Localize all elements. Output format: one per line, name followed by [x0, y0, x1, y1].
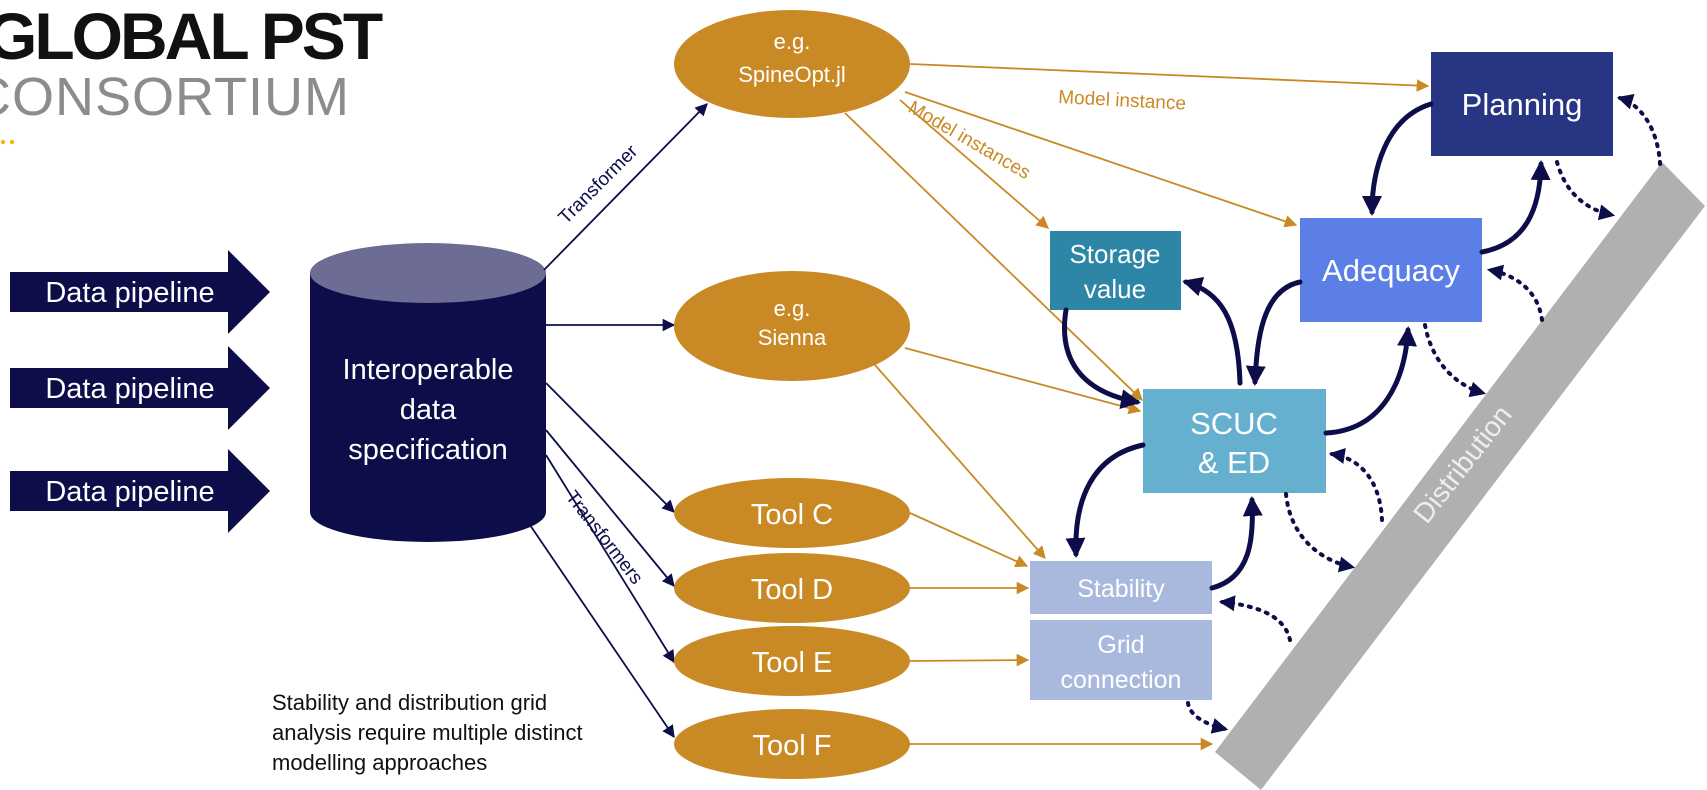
- model-instance-arrows: [844, 63, 1430, 751]
- scuc-ed-box: SCUC & ED: [1143, 389, 1326, 493]
- logo-subtitle: CONSORTIUM: [0, 67, 351, 127]
- note-line-2: analysis require multiple distinct: [272, 720, 583, 745]
- storage-value-box: Storage value: [1050, 231, 1181, 310]
- cylinder-line-3: specification: [348, 434, 508, 466]
- grid-line-2: connection: [1061, 666, 1182, 694]
- planning-label: Planning: [1462, 87, 1583, 122]
- tool-spineopt: e.g. SpineOpt.jl: [674, 10, 910, 118]
- stability-note: Stability and distribution grid analysis…: [272, 688, 672, 778]
- logo-title: GLOBAL PST: [0, 0, 383, 73]
- logo-dots: [0, 139, 15, 145]
- tool-e-label: Tool E: [752, 647, 833, 679]
- scuc-line-2: & ED: [1198, 445, 1270, 480]
- planning-box: Planning: [1431, 52, 1613, 156]
- model-instances-label: Model instances: [905, 97, 1034, 184]
- data-pipeline-arrow: Data pipeline: [10, 449, 270, 533]
- note-line-1: Stability and distribution grid: [272, 690, 548, 715]
- cylinder-line-1: Interoperable: [343, 354, 514, 386]
- sienna-line-1: e.g.: [774, 296, 811, 321]
- tool-f: Tool F: [674, 709, 910, 779]
- scuc-line-1: SCUC: [1190, 406, 1278, 441]
- tool-f-label: Tool F: [753, 730, 832, 762]
- grid-line-1: Grid: [1097, 631, 1144, 659]
- stability-box: Stability: [1030, 561, 1212, 614]
- spineopt-line-2: SpineOpt.jl: [738, 62, 846, 87]
- transformer-arrows: [529, 103, 708, 739]
- adequacy-box: Adequacy: [1300, 218, 1482, 322]
- model-instance-label: Model instance: [1058, 87, 1187, 115]
- tool-e: Tool E: [674, 626, 910, 696]
- storage-line-2: value: [1084, 274, 1146, 304]
- spineopt-line-1: e.g.: [774, 29, 811, 54]
- data-pipeline-label: Data pipeline: [45, 373, 214, 405]
- tool-d-label: Tool D: [751, 574, 833, 606]
- data-pipeline-label: Data pipeline: [45, 476, 214, 508]
- data-pipeline-arrow: Data pipeline: [10, 346, 270, 430]
- cylinder-line-2: data: [400, 394, 457, 426]
- data-specification-cylinder: Interoperable data specification: [310, 243, 546, 542]
- storage-line-1: Storage: [1069, 239, 1160, 269]
- adequacy-label: Adequacy: [1322, 253, 1460, 288]
- tool-sienna: e.g. Sienna: [674, 271, 910, 381]
- model-feedback-arrows: [1062, 101, 1551, 591]
- sienna-line-2: Sienna: [758, 325, 827, 350]
- tool-c: Tool C: [674, 478, 910, 548]
- stability-label: Stability: [1077, 575, 1165, 603]
- tool-d: Tool D: [674, 553, 910, 623]
- grid-connection-box: Grid connection: [1030, 620, 1212, 700]
- data-pipeline-arrow: Data pipeline: [10, 250, 270, 334]
- tool-c-label: Tool C: [751, 499, 833, 531]
- data-pipeline-label: Data pipeline: [45, 277, 214, 309]
- distribution-dotted-arrows: [1186, 94, 1662, 734]
- note-line-3: modelling approaches: [272, 750, 488, 775]
